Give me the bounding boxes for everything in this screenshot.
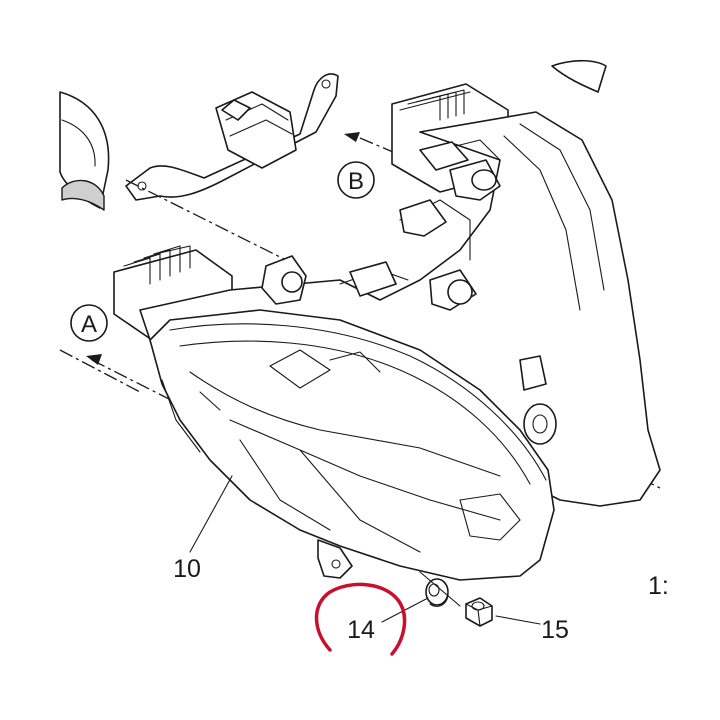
view-marker-b: B bbox=[337, 161, 375, 199]
nut-part-15 bbox=[465, 597, 493, 627]
leader-lines bbox=[189, 475, 541, 625]
part-label-12-partial: 1: bbox=[648, 572, 669, 600]
part-label-10: 10 bbox=[173, 555, 201, 583]
mounting-bracket bbox=[125, 73, 339, 201]
lower-mount-tab bbox=[317, 539, 353, 579]
view-label-b: B bbox=[348, 168, 364, 195]
part-label-15: 15 bbox=[541, 616, 569, 644]
part-label-14: 14 bbox=[347, 616, 375, 644]
fender-fragment bbox=[59, 91, 110, 211]
fairing-fragment bbox=[551, 59, 607, 93]
headlight-lens bbox=[149, 309, 555, 581]
headlight-rear-housing bbox=[139, 111, 661, 507]
view-label-a: A bbox=[81, 311, 97, 338]
view-marker-a: A bbox=[70, 304, 108, 342]
highlight-circle bbox=[314, 582, 407, 656]
